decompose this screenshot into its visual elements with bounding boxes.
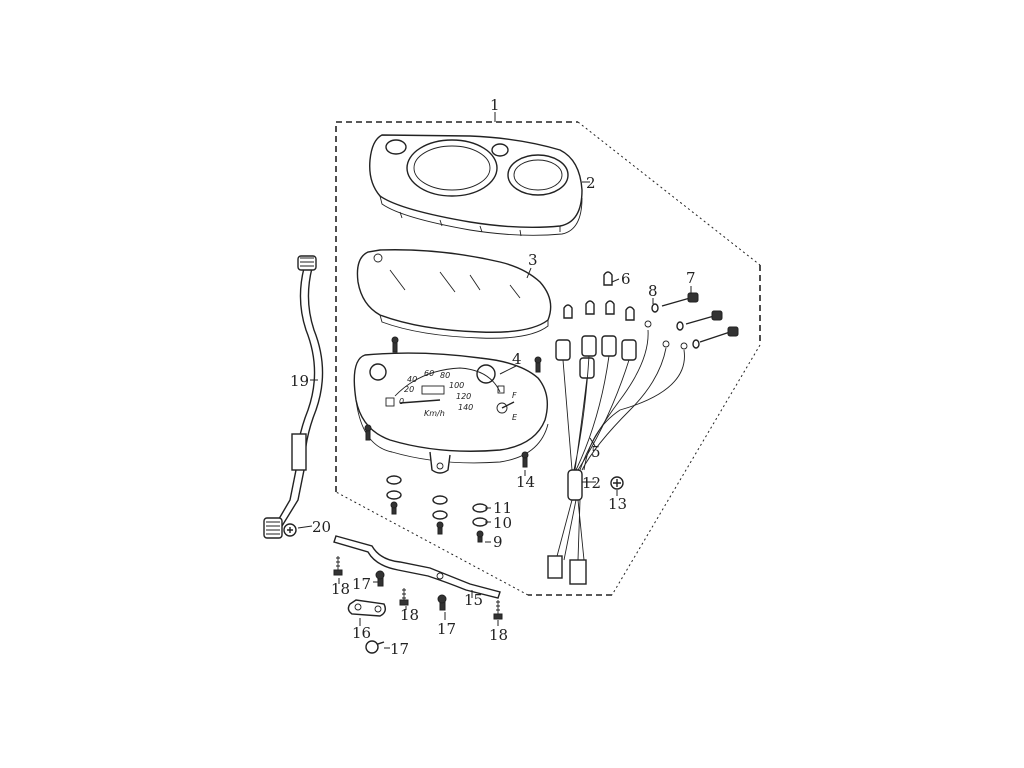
callout-14: 14 (516, 473, 535, 491)
clip-screw (610, 476, 624, 490)
callout-16: 16 (352, 624, 371, 642)
gauge-body: 0 20 40 60 80 100 120 140 Km/h F E (353, 352, 549, 474)
long-bolts (651, 292, 739, 349)
speedometer-cable (263, 255, 324, 539)
callout-11: 11 (493, 499, 512, 517)
wiring-harness (547, 320, 688, 585)
cable-screw (283, 523, 297, 537)
lens (356, 249, 552, 339)
dial-mark-0: 0 (399, 397, 404, 406)
callout-8: 8 (648, 282, 658, 300)
callout-5: 5 (591, 443, 601, 461)
callout-12: 12 (582, 474, 601, 492)
callout-17-b: 17 (437, 620, 456, 638)
assembly-boundary (335, 121, 761, 596)
dial-mark-80: 80 (440, 371, 450, 380)
fuel-empty-mark: E (512, 413, 518, 422)
dial-mark-20: 20 (404, 385, 414, 394)
fuel-full-mark: F (512, 391, 517, 400)
gauge-screws (364, 336, 542, 468)
dial-mark-60: 60 (424, 369, 434, 378)
callout-18-c: 18 (489, 626, 508, 644)
callout-13: 13 (608, 495, 627, 513)
callout-10: 10 (493, 514, 512, 532)
callout-18-a: 18 (331, 580, 350, 598)
callout-3: 3 (528, 251, 538, 269)
callout-1: 1 (490, 96, 500, 114)
dial-mark-120: 120 (456, 392, 471, 401)
dial-mark-100: 100 (449, 381, 464, 390)
callout-15: 15 (464, 591, 483, 609)
mounting-bracket (333, 535, 501, 599)
leader-lines (297, 112, 692, 649)
callout-4: 4 (512, 350, 522, 368)
callout-6: 6 (621, 270, 631, 288)
upper-cover (369, 134, 583, 237)
washers-and-screws (386, 475, 488, 543)
callout-7: 7 (686, 269, 696, 287)
bulbs (563, 271, 635, 321)
callout-20: 20 (312, 518, 331, 536)
callout-19: 19 (290, 372, 309, 390)
dial-mark-140: 140 (458, 403, 473, 412)
callout-17-a: 17 (352, 575, 371, 593)
callout-labels: 1 2 3 4 5 6 7 8 9 10 11 12 13 14 15 16 1… (290, 96, 696, 658)
dial-mark-40: 40 (407, 375, 417, 384)
callout-9: 9 (493, 533, 503, 551)
callout-2: 2 (586, 174, 596, 192)
fuel-gauge: F E (496, 385, 518, 422)
bracket-bolts (333, 556, 503, 654)
small-bracket (347, 599, 387, 617)
dial-unit: Km/h (424, 409, 445, 418)
speed-scale: 0 20 40 60 80 100 120 140 Km/h (399, 369, 473, 418)
callout-18-b: 18 (400, 606, 419, 624)
callout-17-c: 17 (390, 640, 409, 658)
